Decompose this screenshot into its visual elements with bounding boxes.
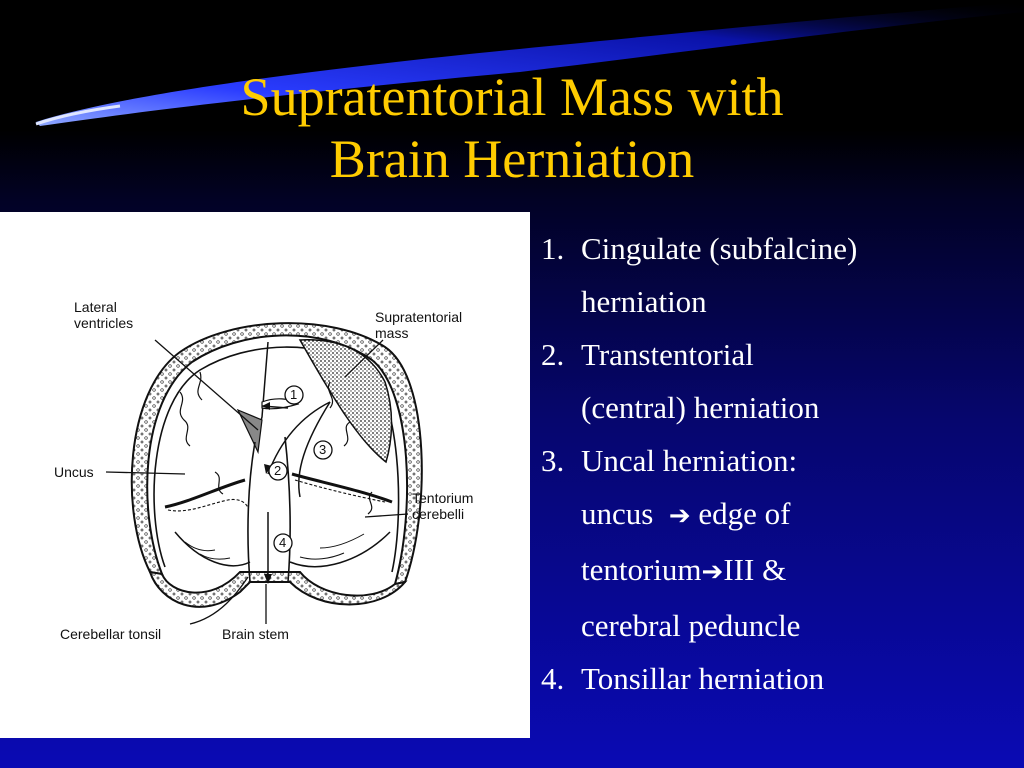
list-item-line: tentorium➔III & [581,543,1011,599]
decorative-swoosh [35,2,1024,126]
title-line-1: Supratentorial Mass with [240,67,784,127]
arrow-right-icon: ➔ [668,501,691,531]
list-item-line: herniation [581,284,707,319]
label-supratentorial-mass-line1: Supratentorial [375,309,463,325]
marker-2: 2 [274,463,282,478]
list-item-text: Uncal herniation: uncus ➔ edge of tentor… [581,434,1011,652]
list-item-text: Cingulate (subfalcine) herniation [581,222,1011,328]
label-tentorium-line1: Tentorium [412,490,474,506]
text-edge-of: edge of [698,496,791,531]
list-item-number: 3. [541,443,565,478]
list-item-line: cerebral peduncle [581,608,801,643]
arrow-right-icon: ➔ [701,557,724,587]
skull-cross-section-drawing [105,322,423,625]
list-item: 3. Uncal herniation: uncus ➔ edge of ten… [541,434,1011,652]
list-item: 2. Transtentorial (central) herniation [541,328,1011,434]
label-uncus: Uncus [54,464,94,480]
list-item-number: 4. [541,661,565,696]
label-supratentorial-mass: Supratentorial mass [375,309,462,341]
text-uncus: uncus [581,496,654,531]
list-item-line: Cingulate (subfalcine) [581,231,858,266]
label-cerebellar-tonsil: Cerebellar tonsil [60,626,162,642]
label-supratentorial-mass-line2: mass [375,325,409,341]
list-item-text: Tonsillar herniation [581,652,1011,705]
list-item-line: Tonsillar herniation [581,661,825,696]
text-tentorium: tentorium [581,552,702,587]
label-lateral-ventricles-line2: ventricles [74,315,134,331]
list-item-line: uncus ➔ edge of [581,487,1011,543]
label-brain-stem: Brain stem [222,626,289,642]
list-item-line: Uncal herniation: [581,443,798,478]
label-tentorium-cerebelli: Tentorium cerebelli [412,490,473,522]
herniation-types-list: 1. Cingulate (subfalcine) herniation 2. … [541,222,1011,705]
label-lateral-ventricles-line1: Lateral [74,299,117,315]
list-item-number: 2. [541,337,565,372]
title-line-2: Brain Herniation [329,129,695,189]
list-item-line: (central) herniation [581,390,820,425]
list-item-line: Transtentorial [581,337,754,372]
list-item-text: Transtentorial (central) herniation [581,328,1011,434]
list-item-number: 1. [541,231,565,266]
label-tentorium-line2: cerebelli [412,506,465,522]
marker-1: 1 [290,387,298,402]
label-lateral-ventricles: Lateral ventricles [74,299,133,331]
slide-title: Supratentorial Mass with Brain Herniatio… [112,66,912,190]
brain-herniation-diagram: Lateral ventricles Supratentorial mass U… [0,212,530,738]
marker-3: 3 [319,442,327,457]
list-item: 4. Tonsillar herniation [541,652,1011,705]
text-iii: III & [723,552,787,587]
list-item: 1. Cingulate (subfalcine) herniation [541,222,1011,328]
marker-4: 4 [279,535,287,550]
